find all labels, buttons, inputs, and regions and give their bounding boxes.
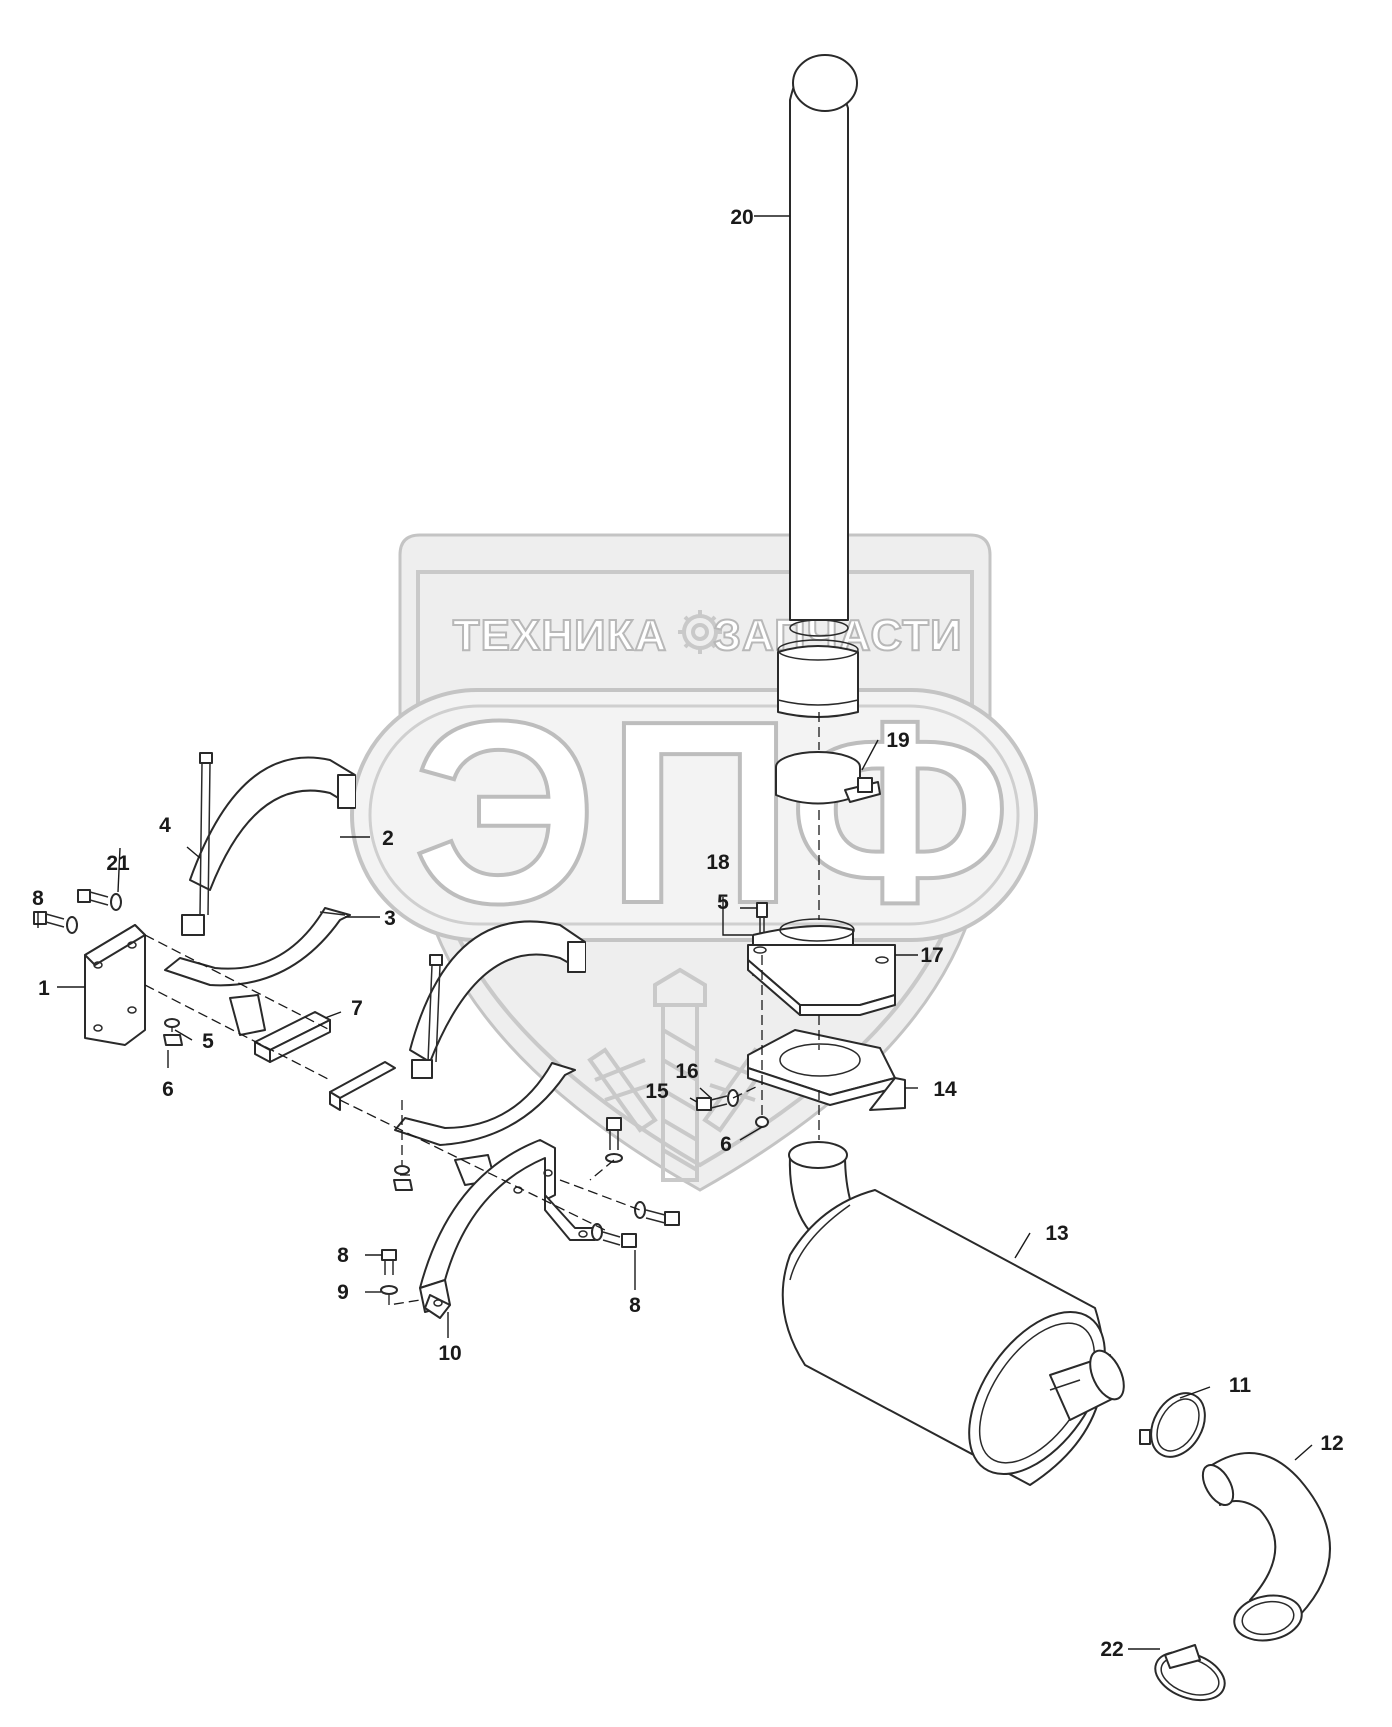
callout-11: 11 (1229, 1374, 1252, 1397)
callout-12: 12 (1320, 1432, 1343, 1455)
gear-icon (678, 610, 722, 654)
callout-6-left: 6 (162, 1078, 174, 1101)
part-15-bolt (696, 1095, 728, 1111)
bracket-top-bolt (605, 1117, 623, 1163)
callout-21: 21 (106, 852, 130, 875)
part-13-muffler (781, 1141, 1125, 1486)
callout-4: 4 (159, 814, 171, 837)
part-17-flange (747, 918, 896, 1016)
part-8-bolt-upper-left (33, 911, 65, 928)
callout-18: 18 (706, 851, 730, 874)
part-4-long-bolt (181, 752, 213, 936)
callout-6-right: 6 (720, 1133, 732, 1156)
center-strap-band-upper (409, 920, 586, 1063)
part-3-strap-band (164, 907, 351, 1036)
watermark-band (350, 688, 1038, 942)
part-washer-upper-left (66, 916, 78, 934)
callout-17: 17 (920, 944, 943, 967)
callout-8-mid: 8 (337, 1244, 349, 1267)
assembly-lines (144, 712, 820, 1306)
part-21-bolt (77, 889, 109, 906)
callout-7: 7 (351, 997, 363, 1020)
callout-14: 14 (933, 1078, 957, 1101)
part-11-clamp (1139, 1392, 1206, 1458)
watermark-left-word: ТЕХНИКА (453, 611, 668, 660)
callout-1: 1 (38, 977, 50, 1000)
wheat-emblem-icon (587, 967, 773, 1182)
callout-8-lower: 8 (629, 1294, 641, 1317)
watermark-letter-1: Э (413, 668, 598, 958)
callouts: 1 2 3 4 5 5 6 6 7 8 8 8 9 10 11 12 13 14… (32, 206, 1344, 1661)
callout-5-left: 5 (202, 1030, 214, 1053)
part-6-nut-upper (755, 1116, 769, 1128)
part-8-bolt-vertical (381, 1249, 397, 1275)
part-20-exhaust-pipe (777, 54, 859, 718)
callout-3: 3 (384, 907, 396, 930)
callout-2: 2 (382, 827, 394, 850)
part-6-nut-left (163, 1034, 183, 1046)
part-10-support-bracket (419, 1139, 596, 1319)
part-9-washer (380, 1285, 398, 1295)
leader-lines (37, 215, 1313, 1650)
part-14-flange-bracket (747, 1029, 906, 1111)
callout-8-top-left: 8 (32, 887, 44, 910)
callout-22: 22 (1100, 1638, 1123, 1661)
part-1-mounting-plate (84, 924, 146, 1046)
callout-20: 20 (730, 206, 753, 229)
callout-9: 9 (337, 1281, 349, 1304)
center-plate (329, 1061, 396, 1111)
callout-13: 13 (1045, 1222, 1068, 1245)
callout-15: 15 (645, 1080, 669, 1103)
part-21-washer (110, 893, 122, 911)
part-8-bolt-bracket-right (634, 1201, 680, 1226)
center-nut (393, 1179, 413, 1191)
part-2-strap-band (189, 756, 356, 891)
callout-10: 10 (438, 1342, 461, 1365)
part-12-elbow-pipe (1201, 1452, 1331, 1642)
part-5-washer-left (164, 1018, 180, 1028)
part-22-clamp (1154, 1644, 1226, 1702)
callout-19: 19 (886, 729, 909, 752)
center-washer (394, 1165, 410, 1175)
callout-5-upper: 5 (717, 891, 729, 914)
part-19-clamp (775, 751, 881, 805)
callout-16: 16 (675, 1060, 698, 1083)
part-7-plate (254, 1011, 331, 1063)
center-long-bolt (411, 954, 443, 1079)
